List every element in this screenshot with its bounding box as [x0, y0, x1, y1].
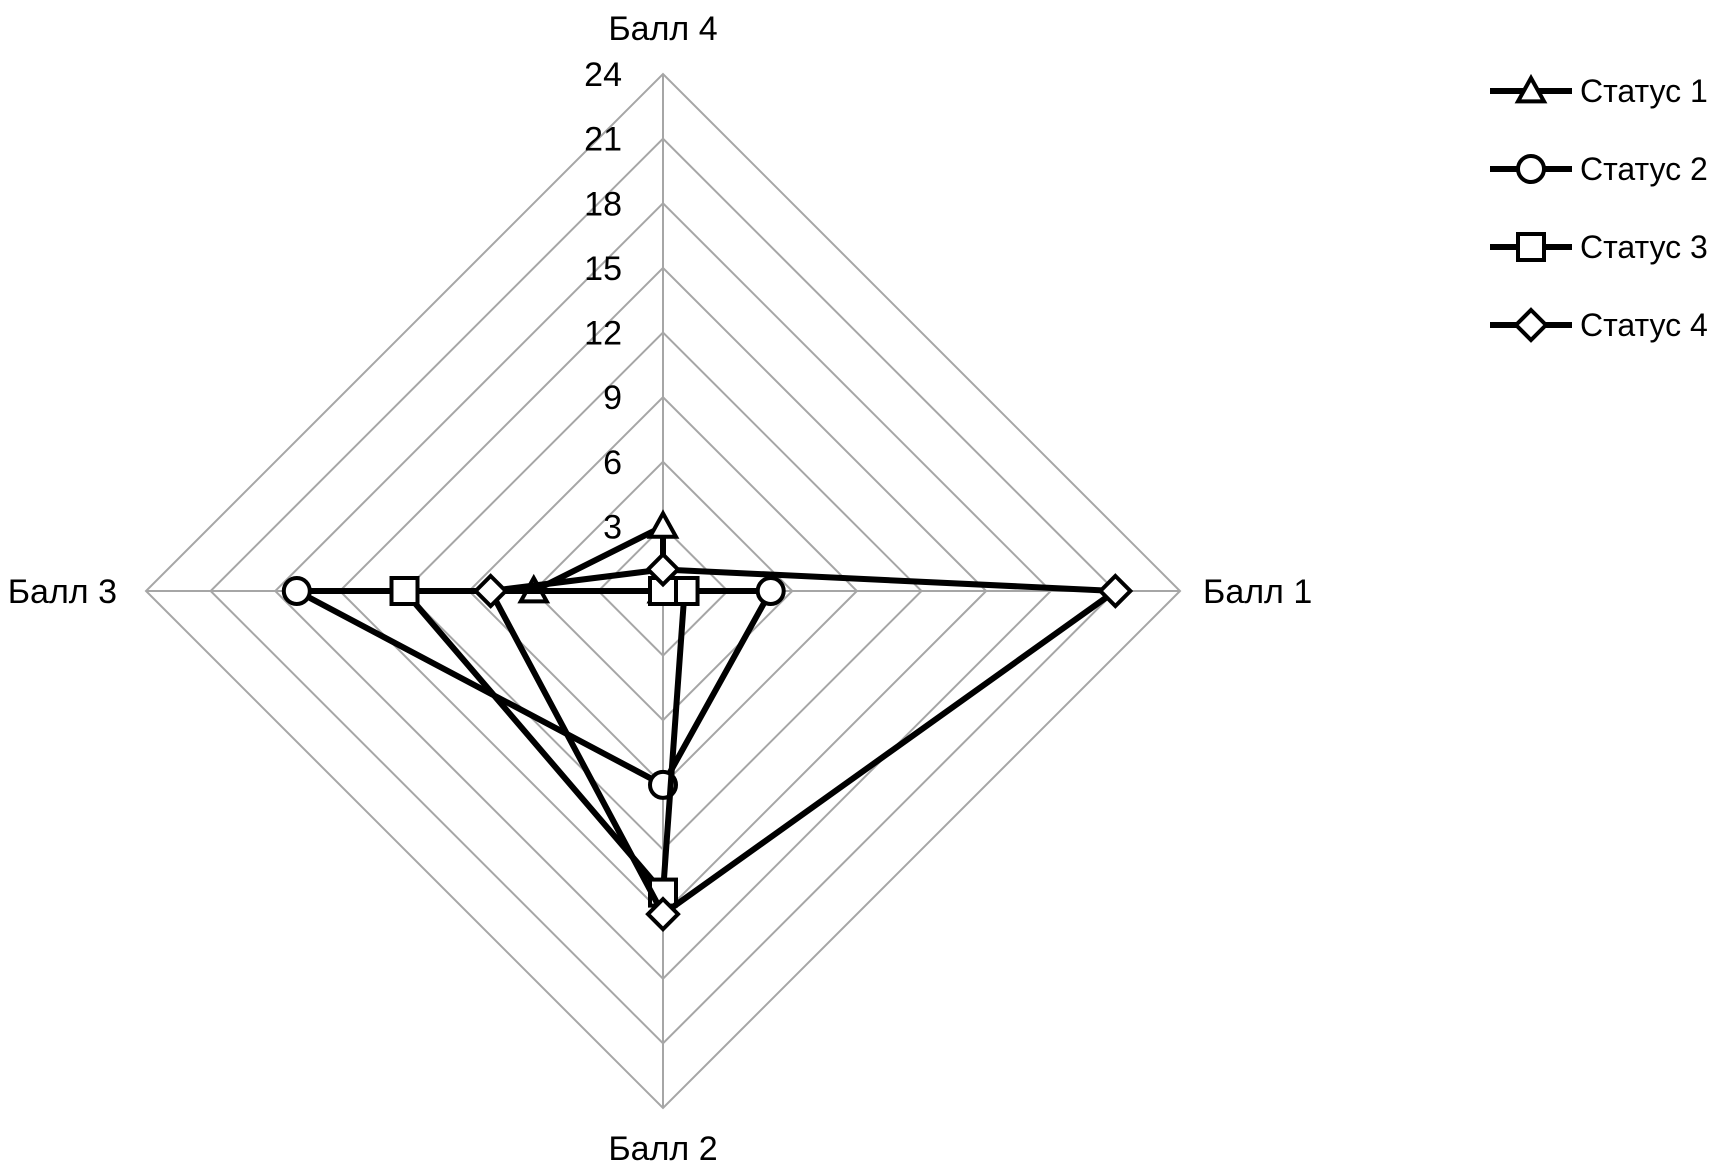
tick-label: 24	[584, 56, 622, 94]
category-labels: Балл 1 Балл 2 Балл 3 Балл 4	[8, 10, 1313, 1163]
diamond-marker	[1513, 307, 1549, 343]
series	[281, 509, 1134, 932]
tick-label: 21	[584, 121, 622, 159]
circle-marker	[281, 576, 312, 606]
legend-item: Статус 3	[1490, 229, 1708, 265]
legend-label: Статус 4	[1580, 307, 1708, 343]
tick-label: 15	[584, 250, 622, 288]
legend-label: Статус 2	[1580, 151, 1708, 187]
tick-label: 3	[603, 508, 622, 546]
triangle-marker	[1514, 73, 1548, 104]
legend-item: Статус 4	[1490, 307, 1708, 343]
legend: Статус 1 Статус 2 Статус 3 Статус 4	[1490, 73, 1708, 343]
circle-marker	[1516, 154, 1546, 184]
diamond-marker	[645, 896, 681, 932]
category-label: Балл 2	[608, 1130, 717, 1163]
legend-label: Статус 3	[1580, 229, 1708, 265]
category-label: Балл 4	[608, 10, 717, 48]
series-Статус 3	[389, 576, 700, 908]
tick-label: 9	[603, 379, 622, 417]
diamond-marker	[645, 551, 681, 588]
legend-item: Статус 2	[1490, 151, 1708, 187]
tick-label: 18	[584, 185, 622, 223]
series-Статус 4	[472, 551, 1134, 932]
legend-label: Статус 1	[1580, 73, 1708, 109]
tick-label: 6	[603, 444, 622, 482]
category-label: Балл 3	[8, 573, 117, 611]
category-label: Балл 1	[1203, 573, 1312, 611]
square-marker	[1516, 232, 1546, 262]
diamond-marker	[472, 573, 509, 609]
square-marker	[389, 576, 420, 606]
triangle-marker	[646, 509, 680, 539]
tick-label: 12	[584, 315, 622, 353]
diamond-marker	[1097, 573, 1134, 609]
tick-labels: 3 6 9 12 15 18 21 24	[584, 56, 622, 546]
circle-marker	[755, 576, 786, 606]
legend-item: Статус 1	[1490, 73, 1708, 109]
